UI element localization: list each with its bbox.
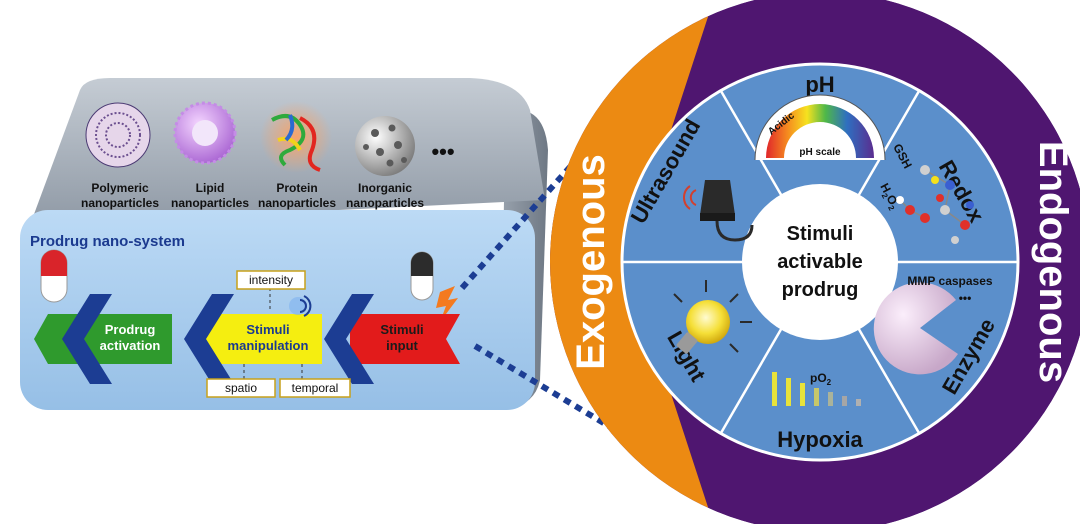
inorganic-nanoparticle-icon [355,116,415,176]
h2o2-sub1: 2 [880,192,890,201]
flow-activation-arrow [34,314,172,364]
temporal-label: temporal [292,381,339,395]
manipulation-label-line2: manipulation [228,338,309,353]
ph-scale-icon [754,94,886,161]
chevron-middle-icon [184,294,234,384]
inorganic-label-line2: nanoparticles [346,196,424,210]
inorganic-label-line1: Inorganic [358,181,412,195]
center-line1: Stimuli [787,223,854,245]
polymeric-label-line1: Polymeric [91,181,149,195]
center-line2: activable [777,251,863,273]
lipid-label-line2: nanoparticles [171,196,249,210]
polymeric-label-line2: nanoparticles [81,196,159,210]
protein-nanoparticle-icon [260,101,332,173]
center-line3: prodrug [782,279,859,301]
po2-label: pO2 [810,371,832,387]
input-label-line1: Stimuli [380,322,423,337]
ph-label: pH [805,72,834,97]
nanoparticle-ellipsis: ••• [431,139,454,164]
po2-sub: 2 [827,378,832,387]
center-circle [742,184,898,340]
lipid-label-line1: Lipid [196,181,225,195]
mmp-caspases-label: MMP caspases [907,274,992,288]
prodrug-capsule-icon [40,249,68,303]
endogenous-label: Endogenous [1031,141,1075,383]
hypoxia-bars-icon [772,372,861,406]
lipid-nanoparticle-icon [173,101,237,165]
flow-manipulation-arrow [194,314,322,364]
activation-label-line1: Prodrug [105,322,156,337]
ph-scale-label: pH scale [799,147,841,158]
signal-wave-icon [289,295,312,317]
intensity-box: intensity [236,270,306,312]
chevron-right-icon [324,294,374,384]
hypoxia-label: Hypoxia [777,427,863,452]
enzyme-ellipsis: ••• [959,291,972,305]
chevron-left-icon [62,294,112,384]
ultrasound-probe-icon [683,180,754,242]
h2o2-sub2: 2 [886,204,896,213]
connector-dotted-lines [459,156,614,431]
exogenous-label: Exogenous [569,154,613,370]
light-bulb-icon [673,280,752,354]
protein-label-line2: nanoparticles [258,196,336,210]
intensity-label: intensity [249,273,293,287]
polymeric-nanoparticle-icon [85,102,151,168]
activated-capsule-icon [410,251,434,301]
po2-base: pO [810,371,827,385]
manipulation-label-line1: Stimuli [246,322,289,337]
activation-label-line2: activation [100,338,161,353]
lightning-icon [436,286,458,322]
system-title: Prodrug nano-system [30,233,185,250]
redox-molecule-icon [896,165,974,244]
input-label-line2: input [386,338,418,353]
temporal-box: temporal [279,364,351,398]
protein-label-line1: Protein [276,181,317,195]
spatio-box: spatio [206,364,276,398]
flow-input-arrow [350,314,460,364]
enzyme-pacman-icon [873,282,958,375]
spatio-label: spatio [225,381,257,395]
